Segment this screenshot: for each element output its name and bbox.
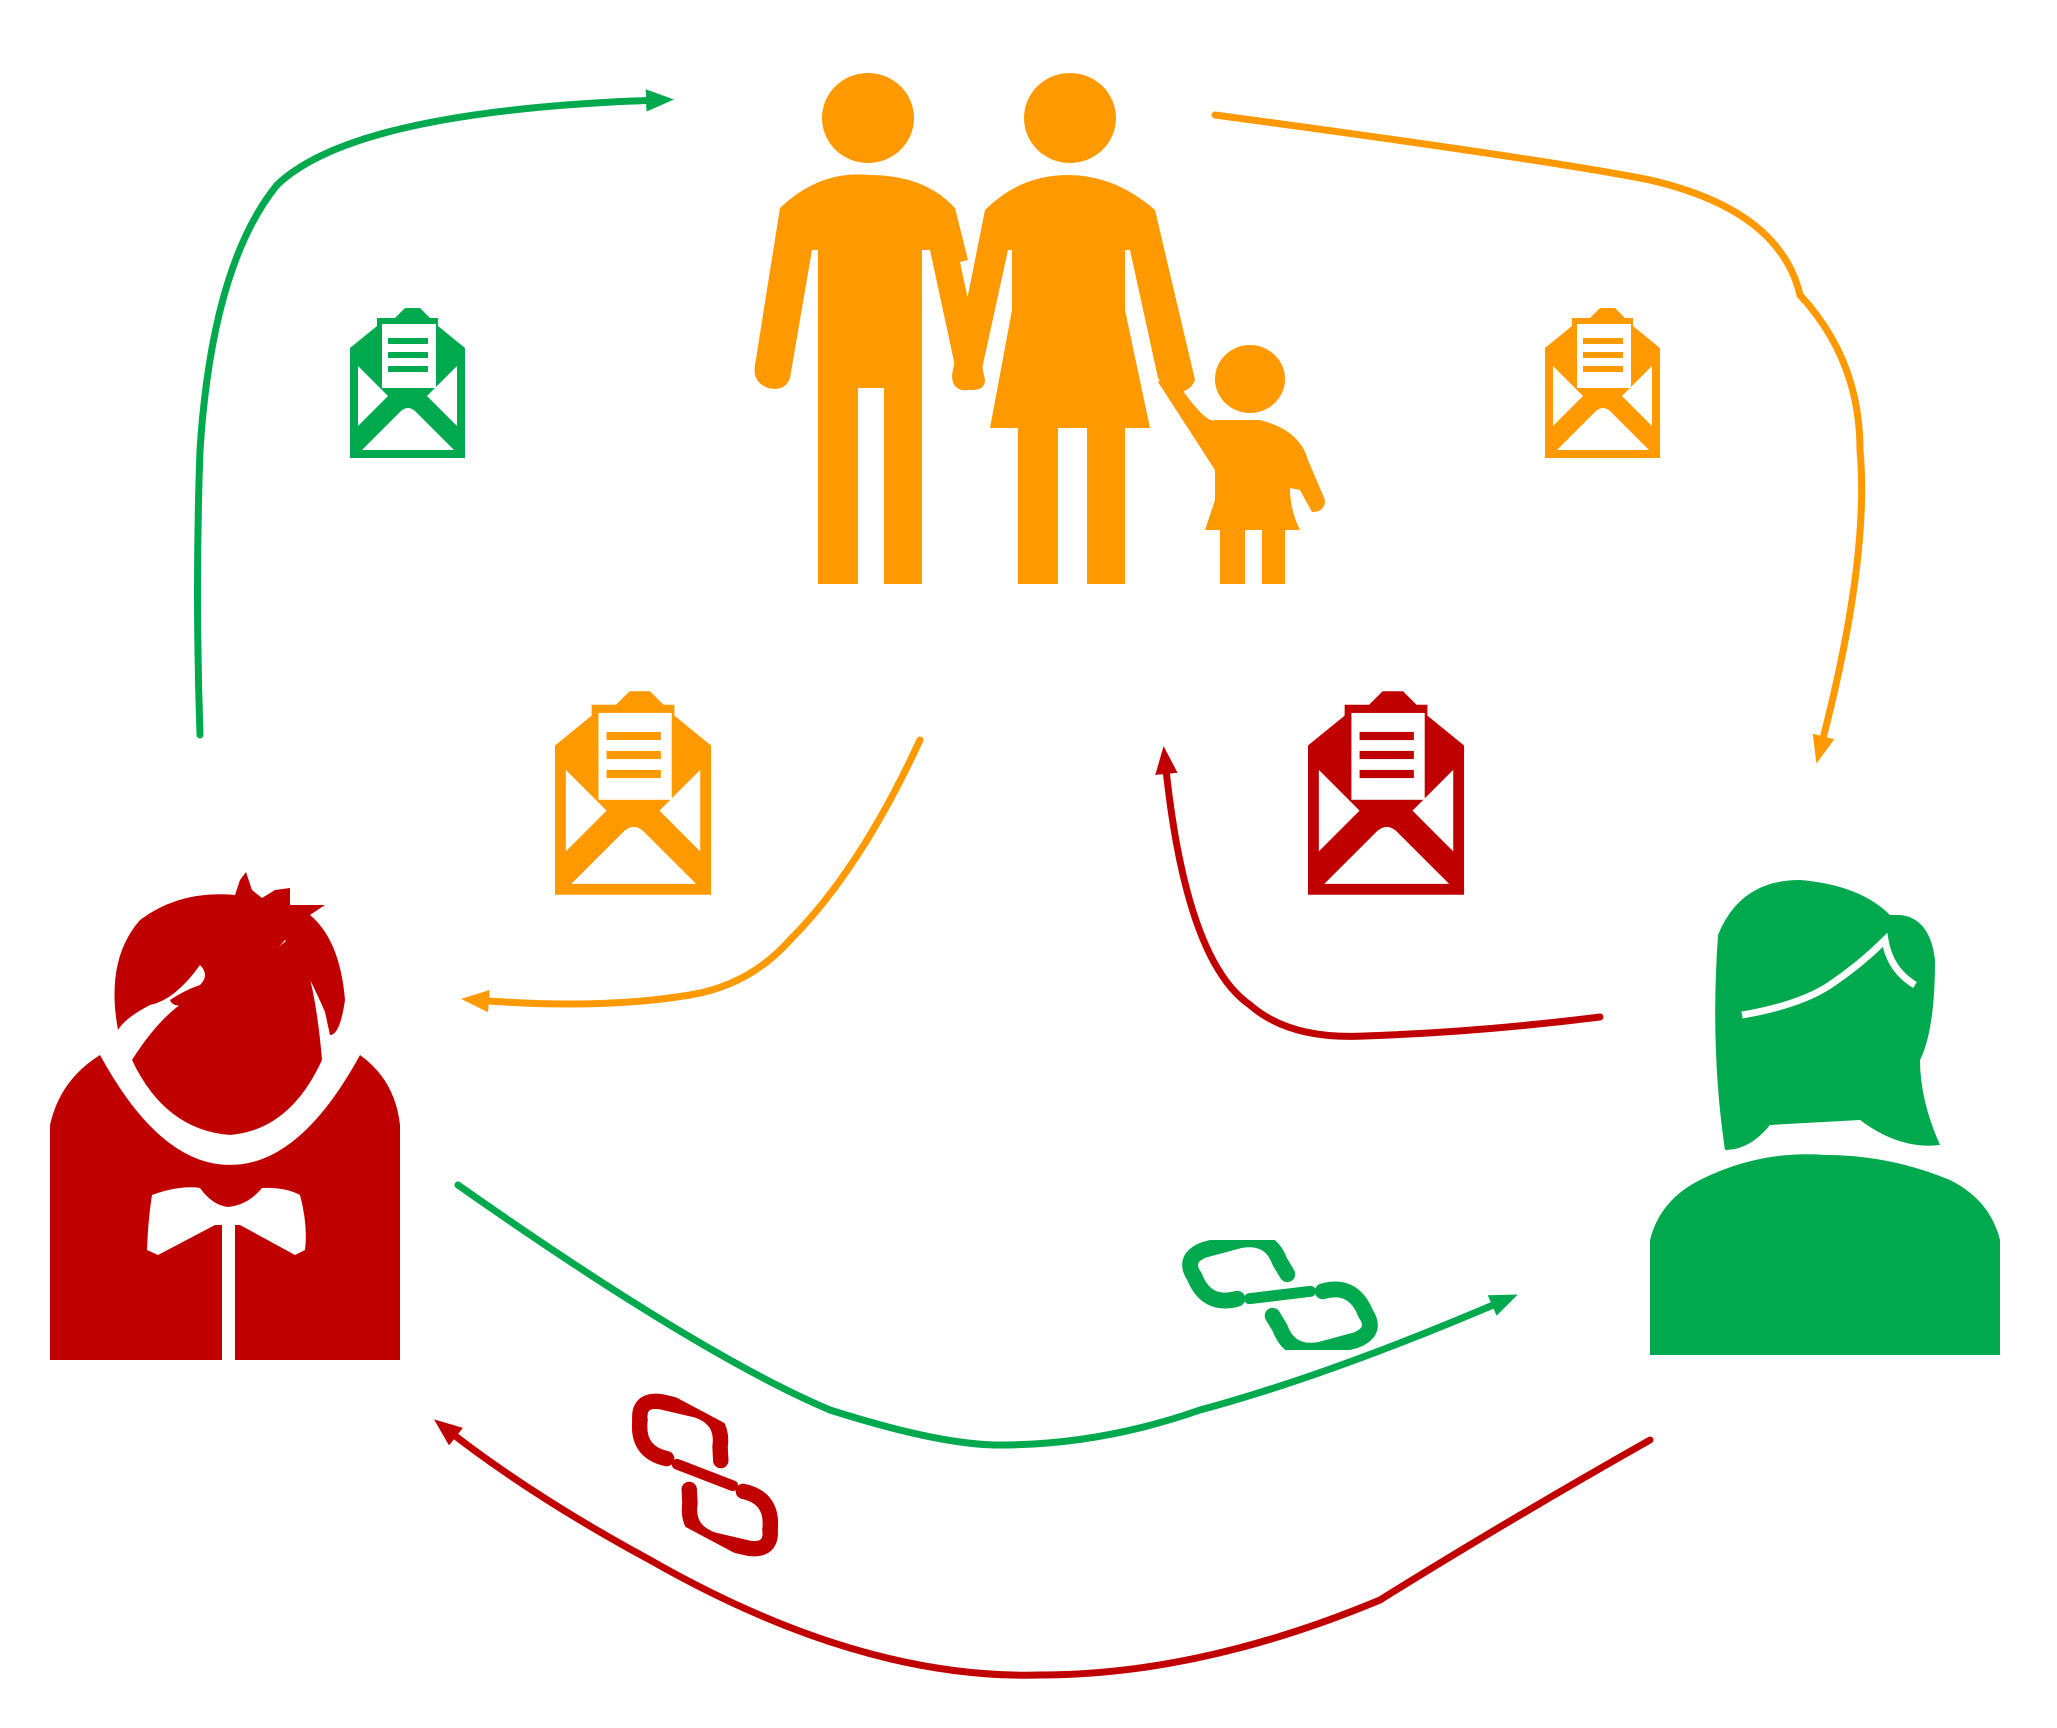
man-avatar-icon — [50, 872, 400, 1362]
arrow-family-to-man — [461, 736, 924, 1013]
chain-link-icon — [602, 1386, 807, 1564]
open-envelope-letter-icon — [1545, 308, 1660, 458]
open-envelope-letter-icon — [1308, 691, 1465, 895]
arrow-woman-to-family — [1155, 746, 1604, 1040]
family-icon — [754, 73, 1325, 584]
arrow-family-to-woman — [1211, 111, 1866, 764]
chain-link-icon — [1190, 1239, 1370, 1351]
arrow-man-to-family — [194, 89, 674, 739]
open-envelope-letter-icon — [555, 691, 712, 895]
arrow-woman-to-man — [434, 1419, 1654, 1679]
woman-avatar-icon — [1650, 880, 2000, 1355]
arrow-man-to-woman — [454, 1181, 1518, 1449]
open-envelope-letter-icon — [350, 308, 465, 458]
